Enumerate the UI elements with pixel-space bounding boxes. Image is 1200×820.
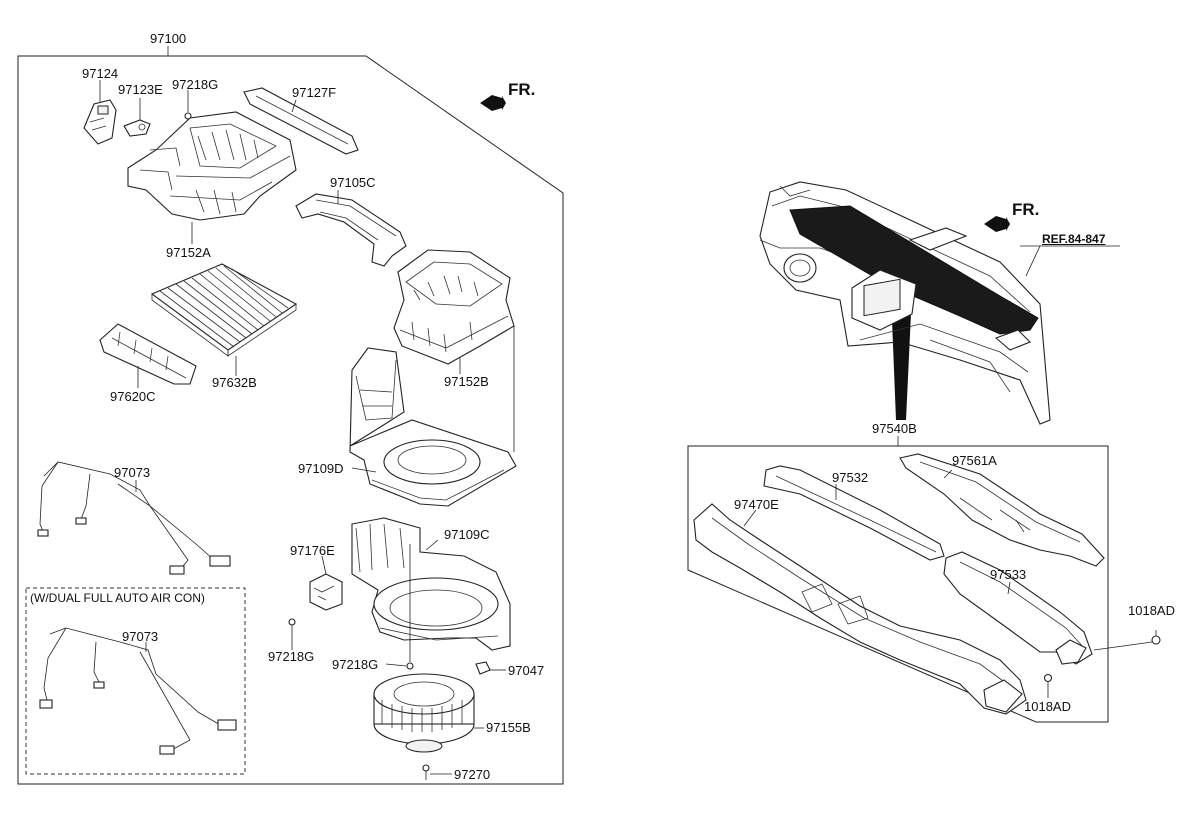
part-97109d-lower-housing [349, 347, 517, 507]
part-97532-duct [763, 465, 945, 561]
label-97470e: 97470E [734, 497, 779, 512]
label-97176e: 97176E [290, 543, 335, 558]
part-97176e-resistor [309, 573, 343, 611]
part-97073-harness [37, 461, 231, 575]
label-97533: 97533 [990, 567, 1027, 582]
front-arrow-right-icon [984, 216, 1010, 232]
part-97620c-filter-cover [99, 323, 197, 385]
label-97152b: 97152B [444, 374, 489, 389]
label-97100: 97100 [150, 31, 187, 46]
part-97109c-scroll-case [351, 517, 511, 651]
part-97155b-blower-motor [373, 673, 475, 753]
option-note: (W/DUAL FULL AUTO AIR CON) [30, 591, 205, 605]
part-97533-duct [943, 551, 1093, 665]
label-97109d: 97109D [298, 461, 344, 476]
part-1018ad-screw-right [1093, 630, 1161, 651]
label-97532: 97532 [832, 470, 869, 485]
part-97218g-screw-top [184, 90, 192, 126]
label-1018ad-bottom: 1018AD [1024, 699, 1071, 714]
label-1018ad-right: 1018AD [1128, 603, 1175, 618]
duct-assy-frame [687, 445, 1109, 723]
label-97632b: 97632B [212, 375, 257, 390]
label-97540b: 97540B [872, 421, 917, 436]
option-box-frame [25, 587, 246, 775]
part-97218g-screw-mid [406, 544, 414, 670]
leader-lines-left [99, 80, 515, 775]
label-97124: 97124 [82, 66, 119, 81]
label-97561a: 97561A [952, 453, 997, 468]
part-97124-actuator [83, 99, 117, 145]
leader-lines-right [743, 469, 1011, 595]
front-label-right: FR. [1012, 200, 1040, 219]
blower-unit-frame [17, 55, 564, 785]
part-97152a-upper-housing [127, 111, 297, 221]
label-97105c: 97105C [330, 175, 376, 190]
label-97270: 97270 [454, 767, 491, 782]
part-97127f-seal [243, 87, 359, 155]
front-label-left: FR. [508, 80, 536, 99]
label-97073-option: 97073 [122, 629, 159, 644]
label-97123e: 97123E [118, 82, 163, 97]
label-97127f: 97127F [292, 85, 337, 100]
part-97123e-lever [123, 119, 151, 137]
label-97218g-mid: 97218G [332, 657, 379, 672]
label-97109c: 97109C [444, 527, 490, 542]
part-97218g-screw-left [288, 618, 296, 640]
part-97270-screw [422, 764, 430, 780]
front-arrow-left-icon [480, 95, 506, 111]
label-97047: 97047 [508, 663, 545, 678]
label-97620c: 97620C [110, 389, 156, 404]
label-97218g-top: 97218G [172, 77, 219, 92]
label-97218g-left: 97218G [268, 649, 315, 664]
label-97073: 97073 [114, 465, 151, 480]
dashboard-illustration [759, 181, 1051, 425]
part-97632b-filter [150, 263, 298, 357]
part-1018ad-screw-bottom [1043, 673, 1053, 698]
part-97105c-duct [295, 193, 407, 267]
part-97047-clip [475, 661, 491, 675]
label-97155b: 97155B [486, 720, 531, 735]
part-97073-harness-option [39, 627, 237, 755]
label-97152a: 97152A [166, 245, 211, 260]
part-97470e-duct [693, 503, 1027, 715]
part-97561a-duct [899, 453, 1105, 567]
part-97152b-intake-housing [393, 249, 515, 365]
reference-label: REF.84-847 [1042, 232, 1106, 246]
